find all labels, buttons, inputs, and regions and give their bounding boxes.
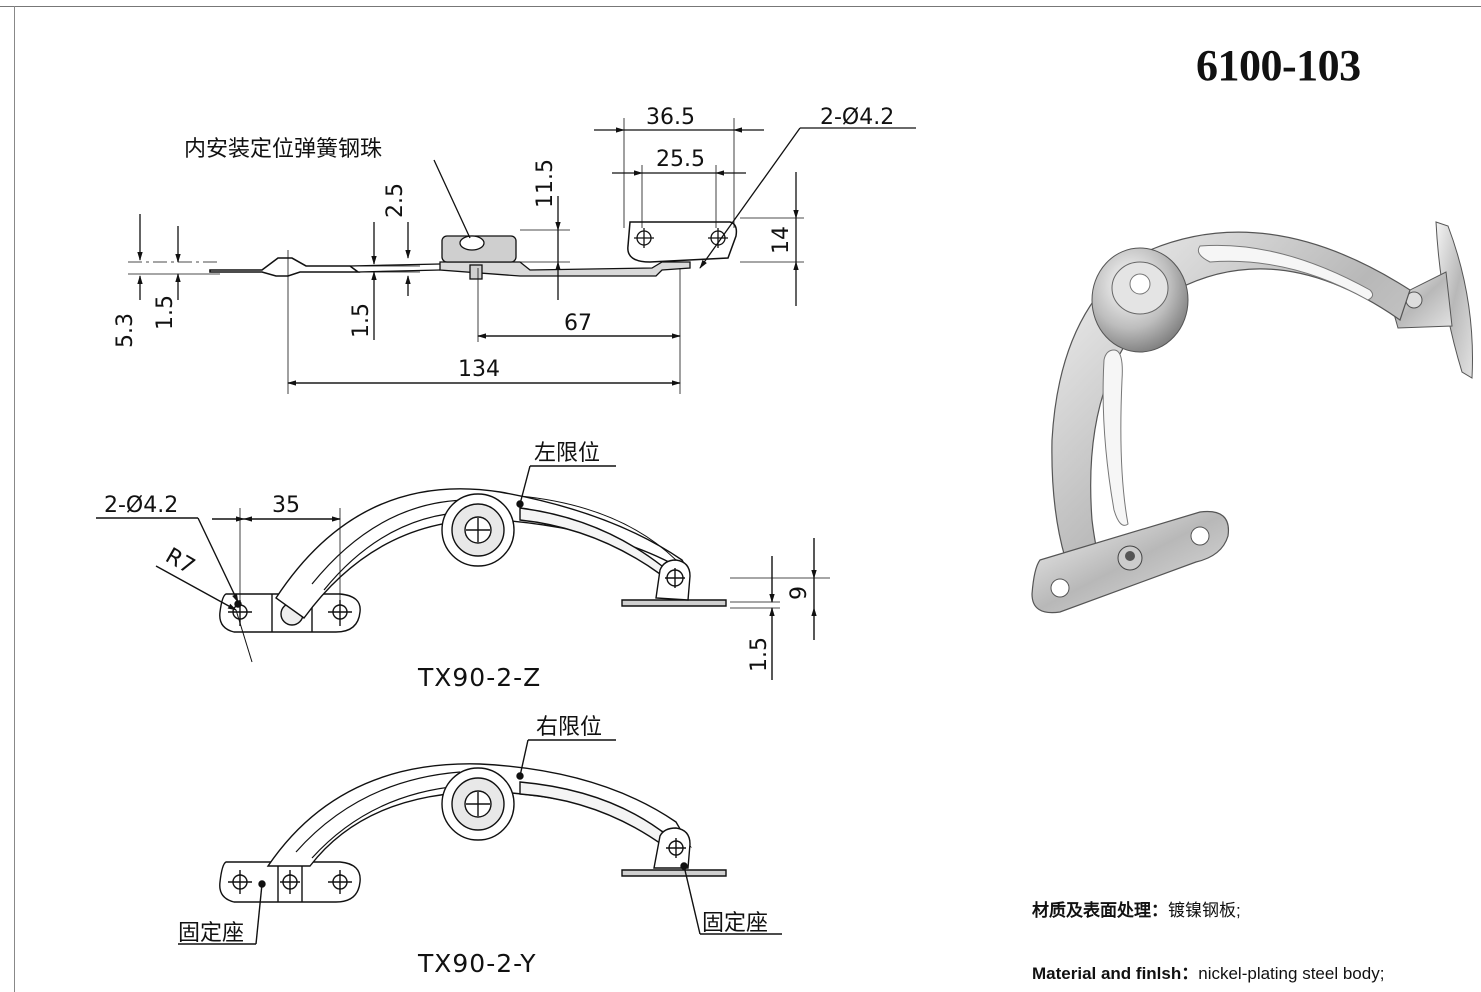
note-right-limit: 右限位 — [536, 715, 602, 740]
dim-134: 134 — [458, 357, 500, 382]
material-cn: 材质及表面处理：镀镍钢板; — [1032, 896, 1241, 921]
dim-9: 9 — [787, 586, 812, 600]
product-photo — [1031, 221, 1473, 614]
dim-67: 67 — [564, 311, 592, 336]
note-fixed-base-left: 固定座 — [178, 921, 244, 946]
dim-1-5-left-variant: 1.5 — [747, 637, 772, 672]
dim-5-3: 5.3 — [113, 313, 138, 348]
note-spring-ball: 内安装定位弹簧钢珠 — [184, 137, 382, 162]
dim-2-5: 2.5 — [383, 183, 408, 218]
dim-35: 35 — [272, 493, 300, 518]
material-en: Material and finlsh：nickel-plating steel… — [1032, 959, 1384, 984]
model-tx90-2-z: TX90-2-Z — [417, 663, 541, 692]
dim-36-5: 36.5 — [646, 105, 695, 130]
dim-1-5-left: 1.5 — [153, 295, 178, 330]
note-fixed-base-right: 固定座 — [702, 911, 768, 936]
dim-14: 14 — [769, 226, 794, 254]
material-cn-label: 材质及表面处理： — [1032, 901, 1168, 920]
dim-holes-top: 2-Ø4.2 — [820, 105, 894, 130]
top-view — [128, 118, 916, 394]
dim-holes-left: 2-Ø4.2 — [104, 493, 178, 518]
dim-25-5: 25.5 — [656, 147, 705, 172]
frame-left-border — [14, 6, 15, 992]
product-code: 6100-103 — [1196, 41, 1361, 90]
note-left-limit: 左限位 — [534, 441, 600, 466]
model-tx90-2-y: TX90-2-Y — [417, 949, 536, 978]
dim-11-5: 11.5 — [533, 159, 558, 208]
right-variant-drawing — [178, 739, 782, 945]
dim-1-5-mid: 1.5 — [349, 303, 374, 338]
material-en-value: nickel-plating steel body; — [1198, 964, 1385, 983]
left-variant-drawing — [96, 465, 830, 680]
frame-top-border — [0, 6, 1481, 7]
dim-r7: R7 — [161, 544, 199, 580]
material-en-label: Material and finlsh： — [1032, 964, 1199, 983]
material-cn-value: 镀镍钢板; — [1168, 901, 1241, 920]
